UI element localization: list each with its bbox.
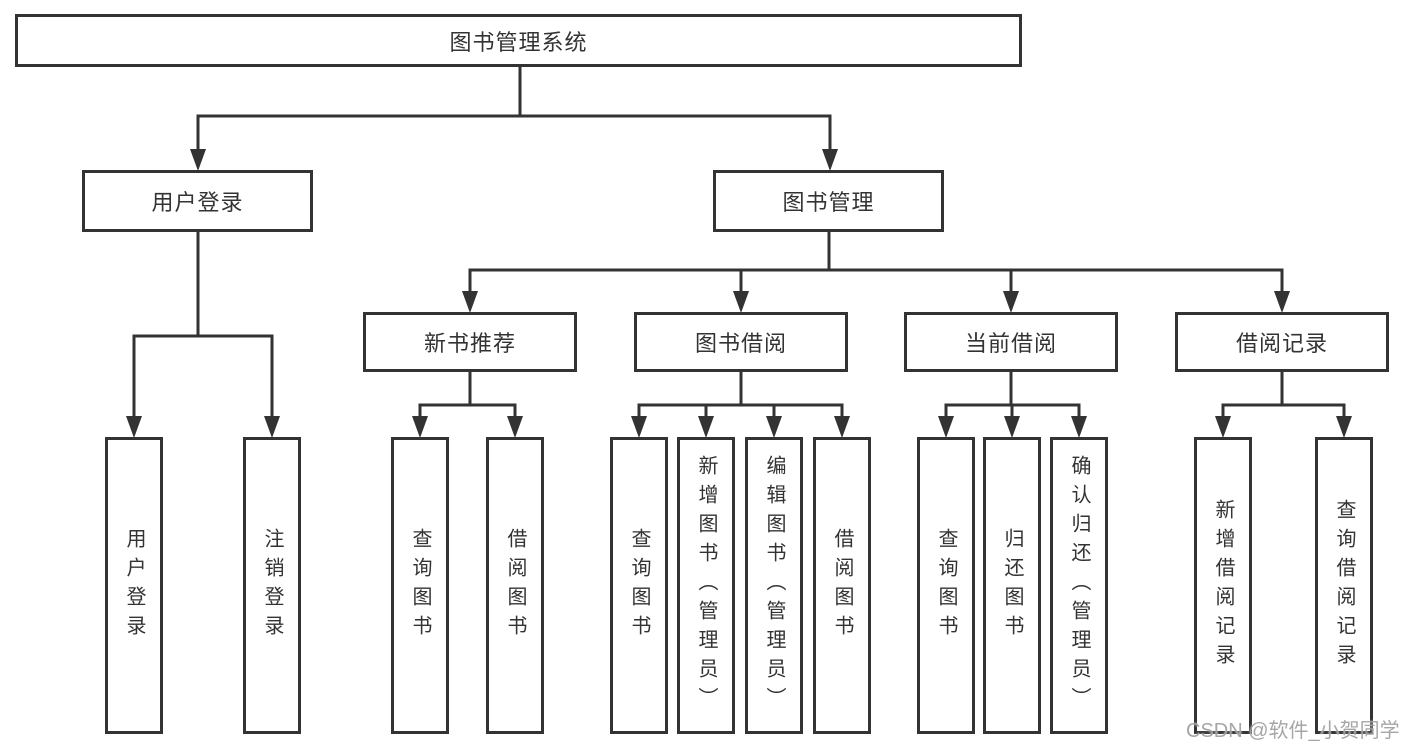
node-current-borrowing: 当前借阅	[904, 312, 1118, 372]
leaf-logout: 注销登录	[243, 437, 301, 734]
node-label: 图书借阅	[694, 331, 787, 356]
node-label: 查询图书	[628, 527, 650, 644]
node-label: 新书推荐	[423, 331, 516, 356]
leaf-query-books: 查询图书	[610, 437, 668, 734]
node-label: 用户登录	[151, 190, 244, 215]
node-label: 编辑图书（管理员）	[763, 455, 785, 716]
node-label: 图书管理系统	[449, 29, 588, 55]
leaf-confirm-return-admin: 确认归还（管理员）	[1050, 437, 1108, 734]
leaf-return-book: 归还图书	[983, 437, 1041, 734]
node-label: 查询借阅记录	[1333, 498, 1355, 673]
node-user-login: 用户登录	[82, 170, 313, 232]
node-borrowing-records: 借阅记录	[1175, 312, 1389, 372]
leaf-query-books: 查询图书	[917, 437, 975, 734]
node-label: 用户登录	[123, 527, 145, 644]
node-library-management-system: 图书管理系统	[15, 14, 1022, 67]
leaf-query-books: 查询图书	[391, 437, 449, 734]
leaf-borrow-books: 借阅图书	[813, 437, 871, 734]
node-book-management: 图书管理	[713, 170, 944, 232]
node-label: 借阅图书	[831, 527, 853, 644]
node-book-borrowing: 图书借阅	[634, 312, 848, 372]
leaf-add-book-admin: 新增图书（管理员）	[677, 437, 735, 734]
leaf-user-login: 用户登录	[105, 437, 163, 734]
node-label: 确认归还（管理员）	[1068, 455, 1090, 716]
watermark: CSDN @软件_小贺同学	[1186, 720, 1400, 742]
node-label: 查询图书	[409, 527, 431, 644]
leaf-borrow-books: 借阅图书	[486, 437, 544, 734]
node-new-book-recommend: 新书推荐	[363, 312, 577, 372]
node-label: 新增借阅记录	[1212, 498, 1234, 673]
node-label: 查询图书	[935, 527, 957, 644]
node-label: 注销登录	[261, 527, 283, 644]
node-label: 借阅记录	[1235, 331, 1328, 356]
leaf-query-borrow-record: 查询借阅记录	[1315, 437, 1373, 734]
node-label: 借阅图书	[504, 527, 526, 644]
node-label: 归还图书	[1001, 527, 1023, 644]
node-label: 图书管理	[782, 190, 875, 215]
node-label: 新增图书（管理员）	[695, 455, 717, 716]
leaf-edit-book-admin: 编辑图书（管理员）	[745, 437, 803, 734]
leaf-add-borrow-record: 新增借阅记录	[1194, 437, 1252, 734]
node-label: 当前借阅	[964, 331, 1057, 356]
